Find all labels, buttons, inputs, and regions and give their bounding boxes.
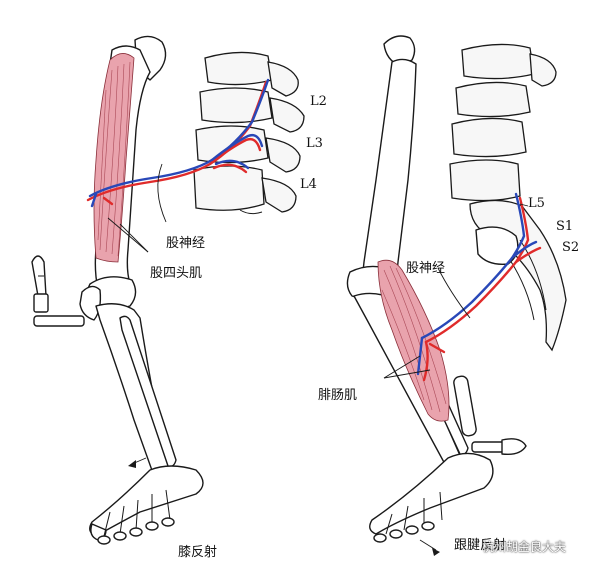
label-l5: L5 [528,196,545,211]
label-l4: L4 [300,177,317,192]
label-l2: L2 [310,94,327,109]
ankle-reflex-figure [347,36,566,556]
motion-arrow-left [128,458,146,468]
label-l3: L3 [306,136,323,151]
foot-right [370,453,493,542]
motion-arrow-right [420,540,440,556]
label-s1: S1 [556,219,573,234]
lumbar-spine-left [194,52,304,213]
lower-leg-left [80,286,176,477]
label-knee-reflex: 膝反射 [178,541,217,560]
label-femoral-nerve-right: 股神经 [406,257,445,276]
foot-left [90,466,203,544]
reflex-hammer-left [32,256,84,326]
lumbosacral-spine-right [450,44,566,350]
label-femoral-nerve-left: 股神经 [166,232,205,251]
knee-reflex-figure [32,36,304,544]
watermark: 杭州胡金良大夫 [482,538,566,555]
label-s2: S2 [562,240,579,255]
label-quadriceps: 股四头肌 [150,262,202,281]
leader-femoral-left [158,164,166,222]
label-gastrocnemius: 腓肠肌 [318,384,357,403]
